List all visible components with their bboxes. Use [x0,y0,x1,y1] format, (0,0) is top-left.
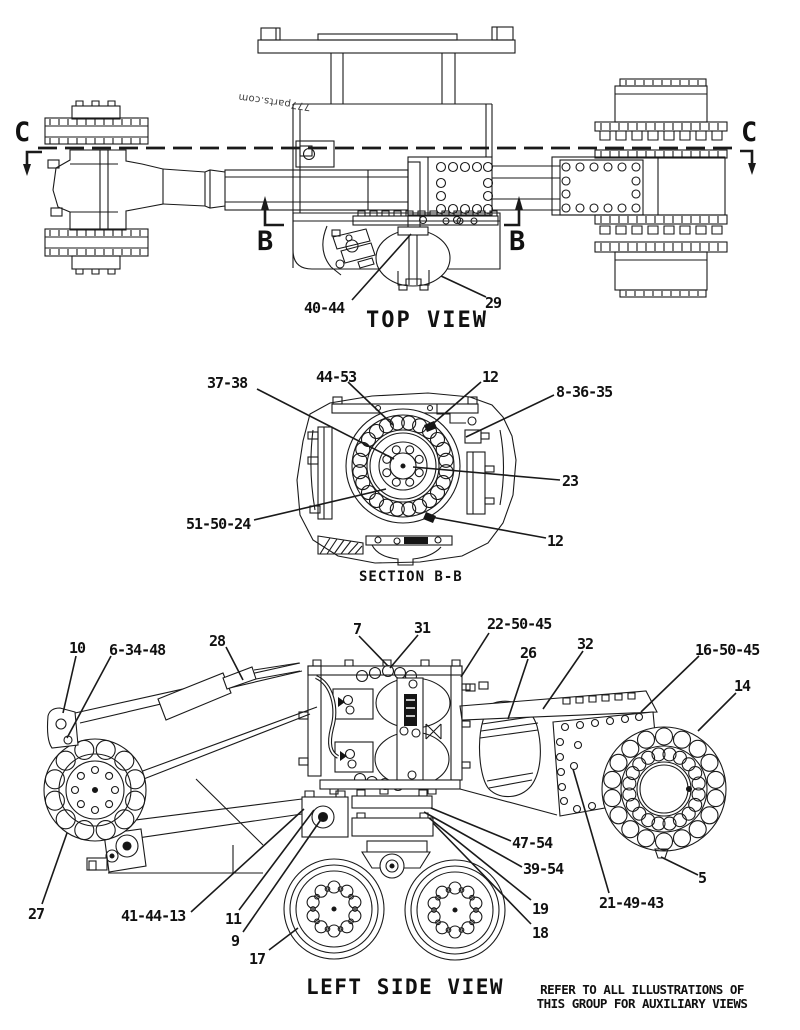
callout-14: 14 [734,677,751,695]
callout-22-50-45: 22-50-45 [487,615,552,633]
callout-40-44: 40-44 [304,299,345,317]
section-b-marker-right: B [509,226,526,257]
callout-12-lower: 12 [547,532,564,550]
callout-32: 32 [577,635,594,653]
callout-8-36-35: 8-36-35 [556,383,613,401]
callout-29: 29 [485,294,502,312]
callout-37-38: 37-38 [207,374,248,392]
callout-47-54: 47-54 [512,834,553,852]
callout-7: 7 [353,620,362,638]
callout-12-upper: 12 [482,368,499,386]
callout-39-54: 39-54 [523,860,564,878]
section-b-marker-left: B [257,226,274,257]
callout-16-50-45: 16-50-45 [695,641,760,659]
section-bb-title: SECTION B-B [359,569,463,585]
auxiliary-views-note: REFER TO ALL ILLUSTRATIONS OF THIS GROUP… [520,983,764,1010]
callout-23: 23 [562,472,579,490]
leader-lines [41,233,737,951]
note-line-1: REFER TO ALL ILLUSTRATIONS OF [540,982,744,997]
callout-17: 17 [249,950,266,968]
callout-31: 31 [414,619,431,637]
callout-21-49-43: 21-49-43 [599,894,664,912]
callout-18: 18 [532,924,549,942]
section-c-marker-right: C [741,117,758,148]
section-cut-markers [23,146,756,227]
section-bb-drawing [296,392,517,566]
top-view-title: TOP VIEW [366,308,488,333]
callout-51-50-24: 51-50-24 [186,515,251,533]
callout-19: 19 [532,900,549,918]
callout-41-44-13: 41-44-13 [121,907,186,925]
callout-6-34-48: 6-34-48 [109,641,166,659]
callout-10: 10 [69,639,86,657]
callout-5: 5 [698,869,707,887]
callout-28: 28 [209,632,226,650]
top-view-drawing [44,26,728,298]
callout-26: 26 [520,644,537,662]
section-c-marker-left: C [14,117,31,148]
note-line-2: THIS GROUP FOR AUXILIARY VIEWS [536,995,748,1011]
callout-44-53: 44-53 [316,368,357,386]
callout-9: 9 [231,932,240,950]
left-side-view-title: LEFT SIDE VIEW [306,975,505,999]
callout-11: 11 [225,910,242,928]
left-side-view-drawing [43,659,727,961]
callout-27: 27 [28,905,45,923]
